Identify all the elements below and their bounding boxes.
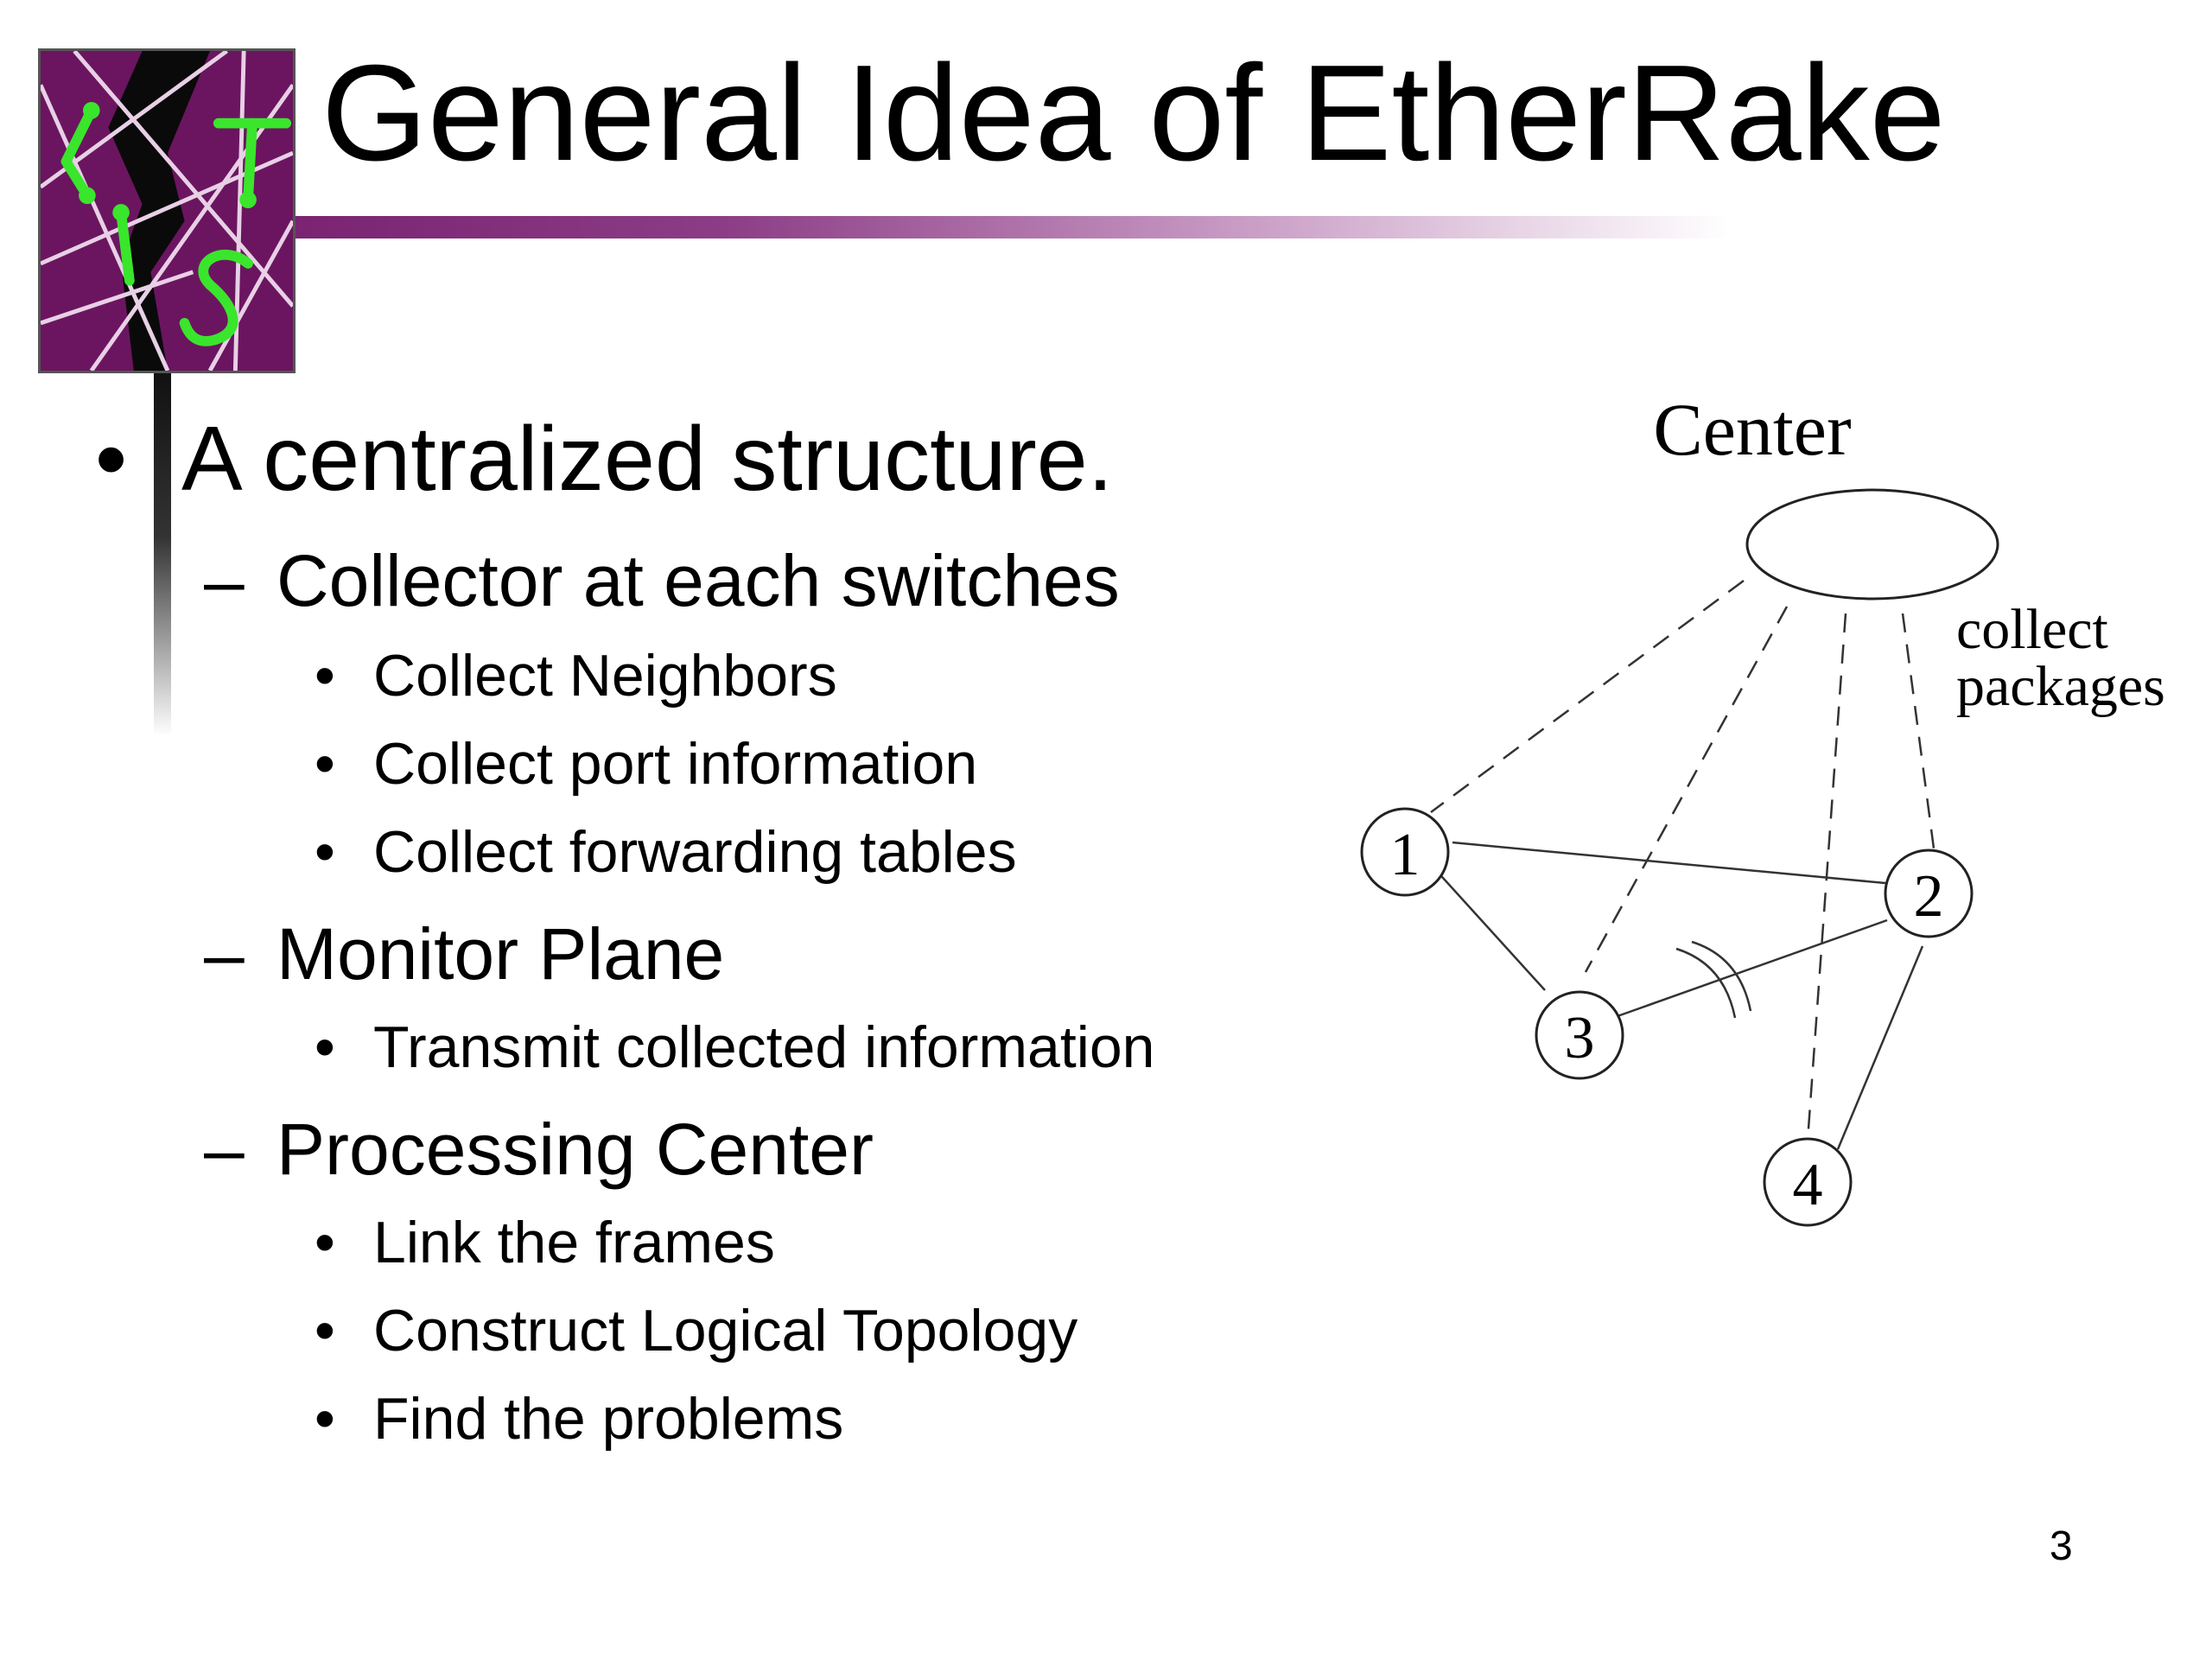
node-3: 3 <box>1535 990 1624 1080</box>
page-number: 3 <box>2050 1523 2073 1569</box>
node-1: 1 <box>1360 807 1450 897</box>
bullet-collect-port-information: Collect port information <box>373 731 978 797</box>
topology-diagram: Center collect packages 1 <box>1296 320 2212 1296</box>
annotation-packages: packages <box>1956 655 2165 718</box>
center-node <box>1745 488 1999 601</box>
dashed-link-center-1 <box>1430 579 1745 814</box>
sub-bullet-marker: • <box>315 819 335 885</box>
center-label: Center <box>1653 388 1851 471</box>
sub-bullet-marker: • <box>315 1210 335 1275</box>
bullet-collector: Collector at each switches <box>276 540 1120 621</box>
logo-graphic <box>41 51 293 371</box>
node-1-label: 1 <box>1390 822 1421 888</box>
link-1-3 <box>1433 868 1546 991</box>
bullet-marker: • <box>95 408 128 510</box>
title-underline <box>296 216 1730 238</box>
page-title: General Idea of EtherRake <box>321 37 1946 189</box>
node-2-label: 2 <box>1914 863 1944 930</box>
sub-bullet-marker: • <box>315 731 335 797</box>
bullet-collect-neighbors: Collect Neighbors <box>373 643 837 709</box>
dashed-link-center-3 <box>1584 606 1789 973</box>
sub-bullet-marker: • <box>315 1298 335 1363</box>
node-3-label: 3 <box>1565 1005 1595 1071</box>
node-4-label: 4 <box>1793 1152 1823 1218</box>
topology-svg: Center collect packages 1 <box>1360 388 2165 1227</box>
annotation-collect: collect <box>1956 598 2108 661</box>
dash-marker: – <box>204 540 245 621</box>
bullet-processing-center: Processing Center <box>276 1109 874 1190</box>
bullet-link-the-frames: Link the frames <box>373 1210 775 1275</box>
broken-link-marker <box>1675 940 1752 1019</box>
link-3-2 <box>1617 918 1888 1018</box>
bullet-collect-forwarding-tables: Collect forwarding tables <box>373 819 1017 885</box>
dash-marker: – <box>204 1109 245 1190</box>
sub-bullet-marker: • <box>315 1386 335 1452</box>
bullet-transmit-collected-information: Transmit collected information <box>373 1014 1155 1080</box>
sub-bullet-marker: • <box>315 643 335 709</box>
link-2-4 <box>1836 945 1924 1150</box>
sub-bullet-marker: • <box>315 1014 335 1080</box>
node-2: 2 <box>1884 849 1974 938</box>
link-1-2 <box>1452 841 1886 885</box>
bullet-construct-logical-topology: Construct Logical Topology <box>373 1298 1078 1363</box>
dashed-link-center-2 <box>1901 613 1936 849</box>
logo <box>38 48 296 373</box>
bullet-main: A centralized structure. <box>181 408 1114 510</box>
dash-marker: – <box>204 913 245 995</box>
bullet-monitor-plane: Monitor Plane <box>276 913 725 995</box>
bullet-find-the-problems: Find the problems <box>373 1386 844 1452</box>
node-4: 4 <box>1763 1137 1853 1227</box>
accent-bar <box>154 373 171 736</box>
